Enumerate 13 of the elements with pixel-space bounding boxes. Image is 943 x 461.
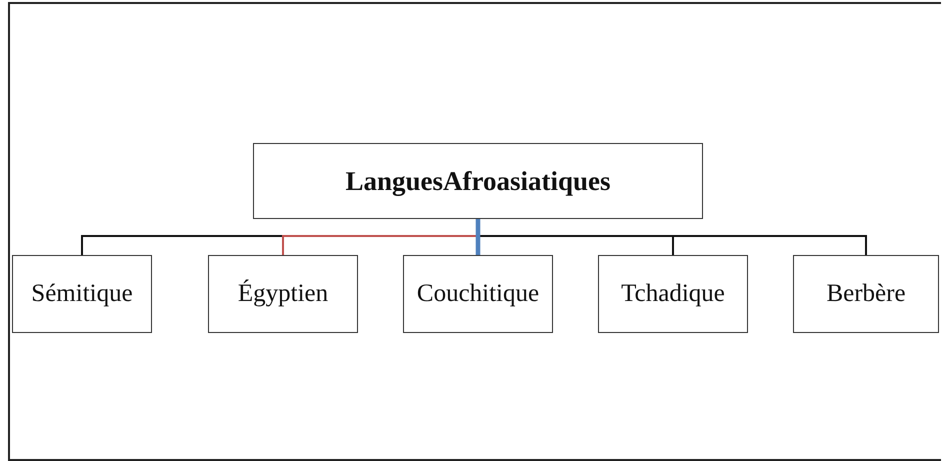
node-label: Couchitique (416, 280, 540, 308)
node-label: Berbère (826, 280, 906, 308)
node-label: Tchadique (621, 280, 725, 308)
language-box (208, 255, 358, 333)
language-box (403, 255, 553, 333)
language-box (598, 255, 748, 333)
connector (476, 219, 480, 255)
node-label: Sémitique (31, 280, 133, 308)
root-box (253, 143, 703, 219)
node-label: Égyptien (238, 280, 328, 308)
language-box (793, 255, 939, 333)
language-box (12, 255, 152, 333)
node-label: LanguesAfroasiatiques (345, 166, 611, 196)
